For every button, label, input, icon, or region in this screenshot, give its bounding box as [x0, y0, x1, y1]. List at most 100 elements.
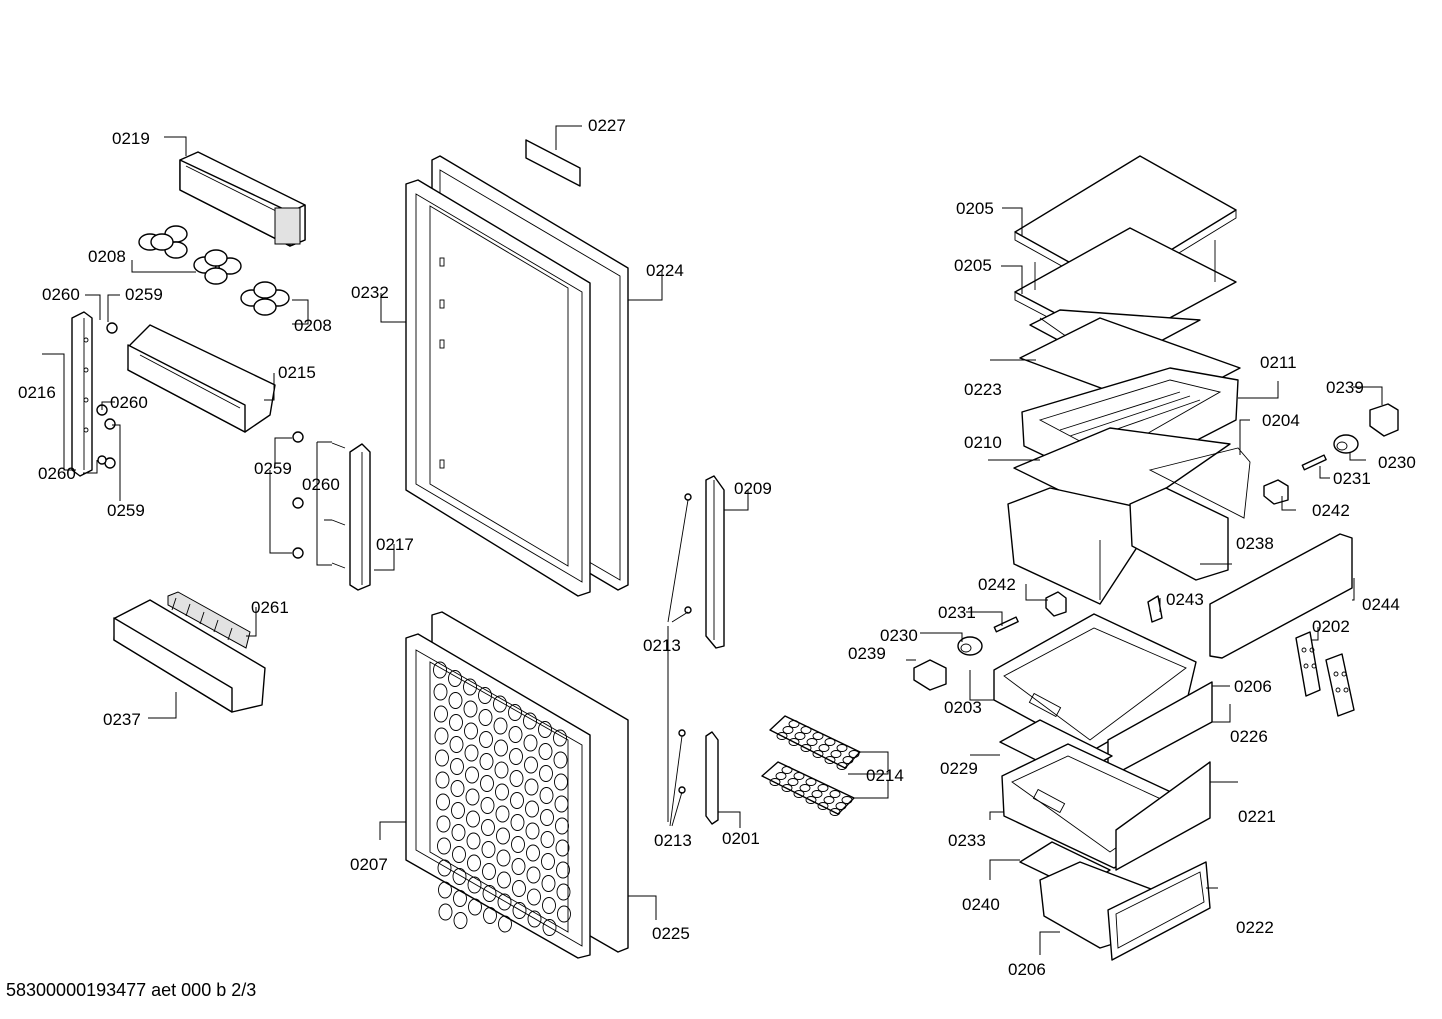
label-0208-a: 0208	[88, 247, 126, 266]
label-0217: 0217	[376, 535, 414, 554]
label-0213-a: 0213	[643, 636, 681, 655]
door-dimple	[483, 907, 497, 924]
label-0239-a: 0239	[1326, 378, 1364, 397]
door-dimple	[527, 910, 542, 928]
ice-cube-cell	[794, 732, 806, 740]
door-dimple	[512, 902, 527, 919]
door-dimple	[525, 822, 540, 840]
ice-cube-cell	[769, 778, 781, 786]
label-0233: 0233	[948, 831, 986, 850]
door-dimple	[511, 836, 525, 853]
ice-cube-cell	[805, 778, 817, 786]
door-dimple	[453, 912, 468, 929]
door-dimple	[479, 731, 493, 748]
label-0206-a: 0206	[1234, 677, 1272, 696]
door-dimple	[553, 751, 568, 769]
door-dimple	[557, 905, 571, 923]
door-dimple	[496, 849, 511, 867]
door-dimple	[449, 736, 464, 753]
door-dimple	[467, 876, 482, 894]
ice-cube-cell	[793, 790, 805, 798]
door-dimple	[436, 793, 450, 811]
ice-cube-cell	[788, 738, 800, 746]
door-dimple	[497, 871, 511, 889]
label-0210: 0210	[964, 433, 1002, 452]
ice-cube-cell	[836, 762, 848, 770]
label-0260-d: 0260	[302, 475, 340, 494]
label-0209: 0209	[734, 479, 772, 498]
door-dimple	[541, 875, 556, 892]
label-0205-b: 0205	[954, 256, 992, 275]
leader-lines	[42, 125, 1383, 955]
label-0227: 0227	[588, 116, 626, 135]
label-0239-b: 0239	[848, 644, 886, 663]
label-0261: 0261	[251, 598, 289, 617]
door-dimple	[542, 919, 557, 936]
label-0243: 0243	[1166, 590, 1204, 609]
label-0237: 0237	[103, 710, 141, 729]
ice-cube-cell	[776, 732, 788, 740]
label-0260-b: 0260	[110, 393, 148, 412]
label-0260-c: 0260	[38, 464, 76, 483]
door-dimple	[464, 722, 478, 740]
ice-cube-cell	[835, 802, 847, 810]
freezer-drawer-2	[1001, 743, 1211, 871]
ice-cube-cell	[811, 790, 823, 798]
lower-handle-part	[669, 729, 719, 827]
door-dimple	[496, 827, 510, 845]
hinge-bar-part	[71, 311, 118, 477]
hinge-bar-2-part	[292, 431, 371, 591]
door-dimple	[498, 915, 512, 933]
door-dimple	[510, 792, 524, 809]
door-dimple	[556, 883, 571, 901]
door-dimple	[510, 814, 525, 831]
door-dimple	[526, 844, 540, 862]
door-dimple	[452, 846, 466, 863]
door-dimple	[556, 861, 570, 879]
door-dimple	[512, 880, 526, 897]
door-dimple	[495, 783, 509, 801]
label-0205-a: 0205	[956, 199, 994, 218]
door-dimple	[438, 903, 453, 921]
door-dimple	[495, 805, 510, 823]
lower-door-part	[405, 611, 629, 959]
ice-cube-cell	[818, 744, 830, 752]
door-dimple	[435, 771, 450, 789]
door-dimple	[482, 863, 496, 880]
label-0222: 0222	[1236, 918, 1274, 937]
label-0238: 0238	[1236, 534, 1274, 553]
label-0214: 0214	[866, 766, 904, 785]
ice-cube-cell	[842, 756, 854, 764]
door-dimple	[526, 866, 541, 884]
label-0204: 0204	[1262, 411, 1300, 430]
door-dimple	[509, 770, 524, 787]
door-dimple	[450, 780, 465, 797]
ice-cube-cell	[781, 766, 793, 774]
small-parts-lower	[913, 591, 1163, 691]
label-0259-c: 0259	[107, 501, 145, 520]
label-0206-b: 0206	[1008, 960, 1046, 979]
label-0208-b: 0208	[294, 316, 332, 335]
ice-cube-cell	[793, 772, 805, 780]
door-dimple	[433, 661, 447, 679]
door-dimple	[479, 753, 494, 770]
door-dimple	[554, 795, 569, 813]
label-0215: 0215	[278, 363, 316, 382]
ice-cube-cell	[817, 784, 829, 792]
door-dimple	[541, 853, 555, 870]
door-dimple	[463, 700, 478, 718]
door-dimple	[468, 898, 482, 916]
door-dimple	[508, 704, 522, 721]
door-dimple	[494, 761, 509, 779]
door-dimple	[433, 683, 448, 701]
door-dimple	[466, 832, 481, 850]
door-dimple	[540, 831, 555, 848]
door-dimple	[449, 714, 463, 731]
door-dimple	[524, 756, 538, 774]
ice-cube-cell	[836, 744, 848, 752]
door-dimple	[437, 859, 452, 877]
label-0203: 0203	[944, 698, 982, 717]
ice-cube-cell	[805, 796, 817, 804]
door-dimple	[436, 815, 451, 833]
